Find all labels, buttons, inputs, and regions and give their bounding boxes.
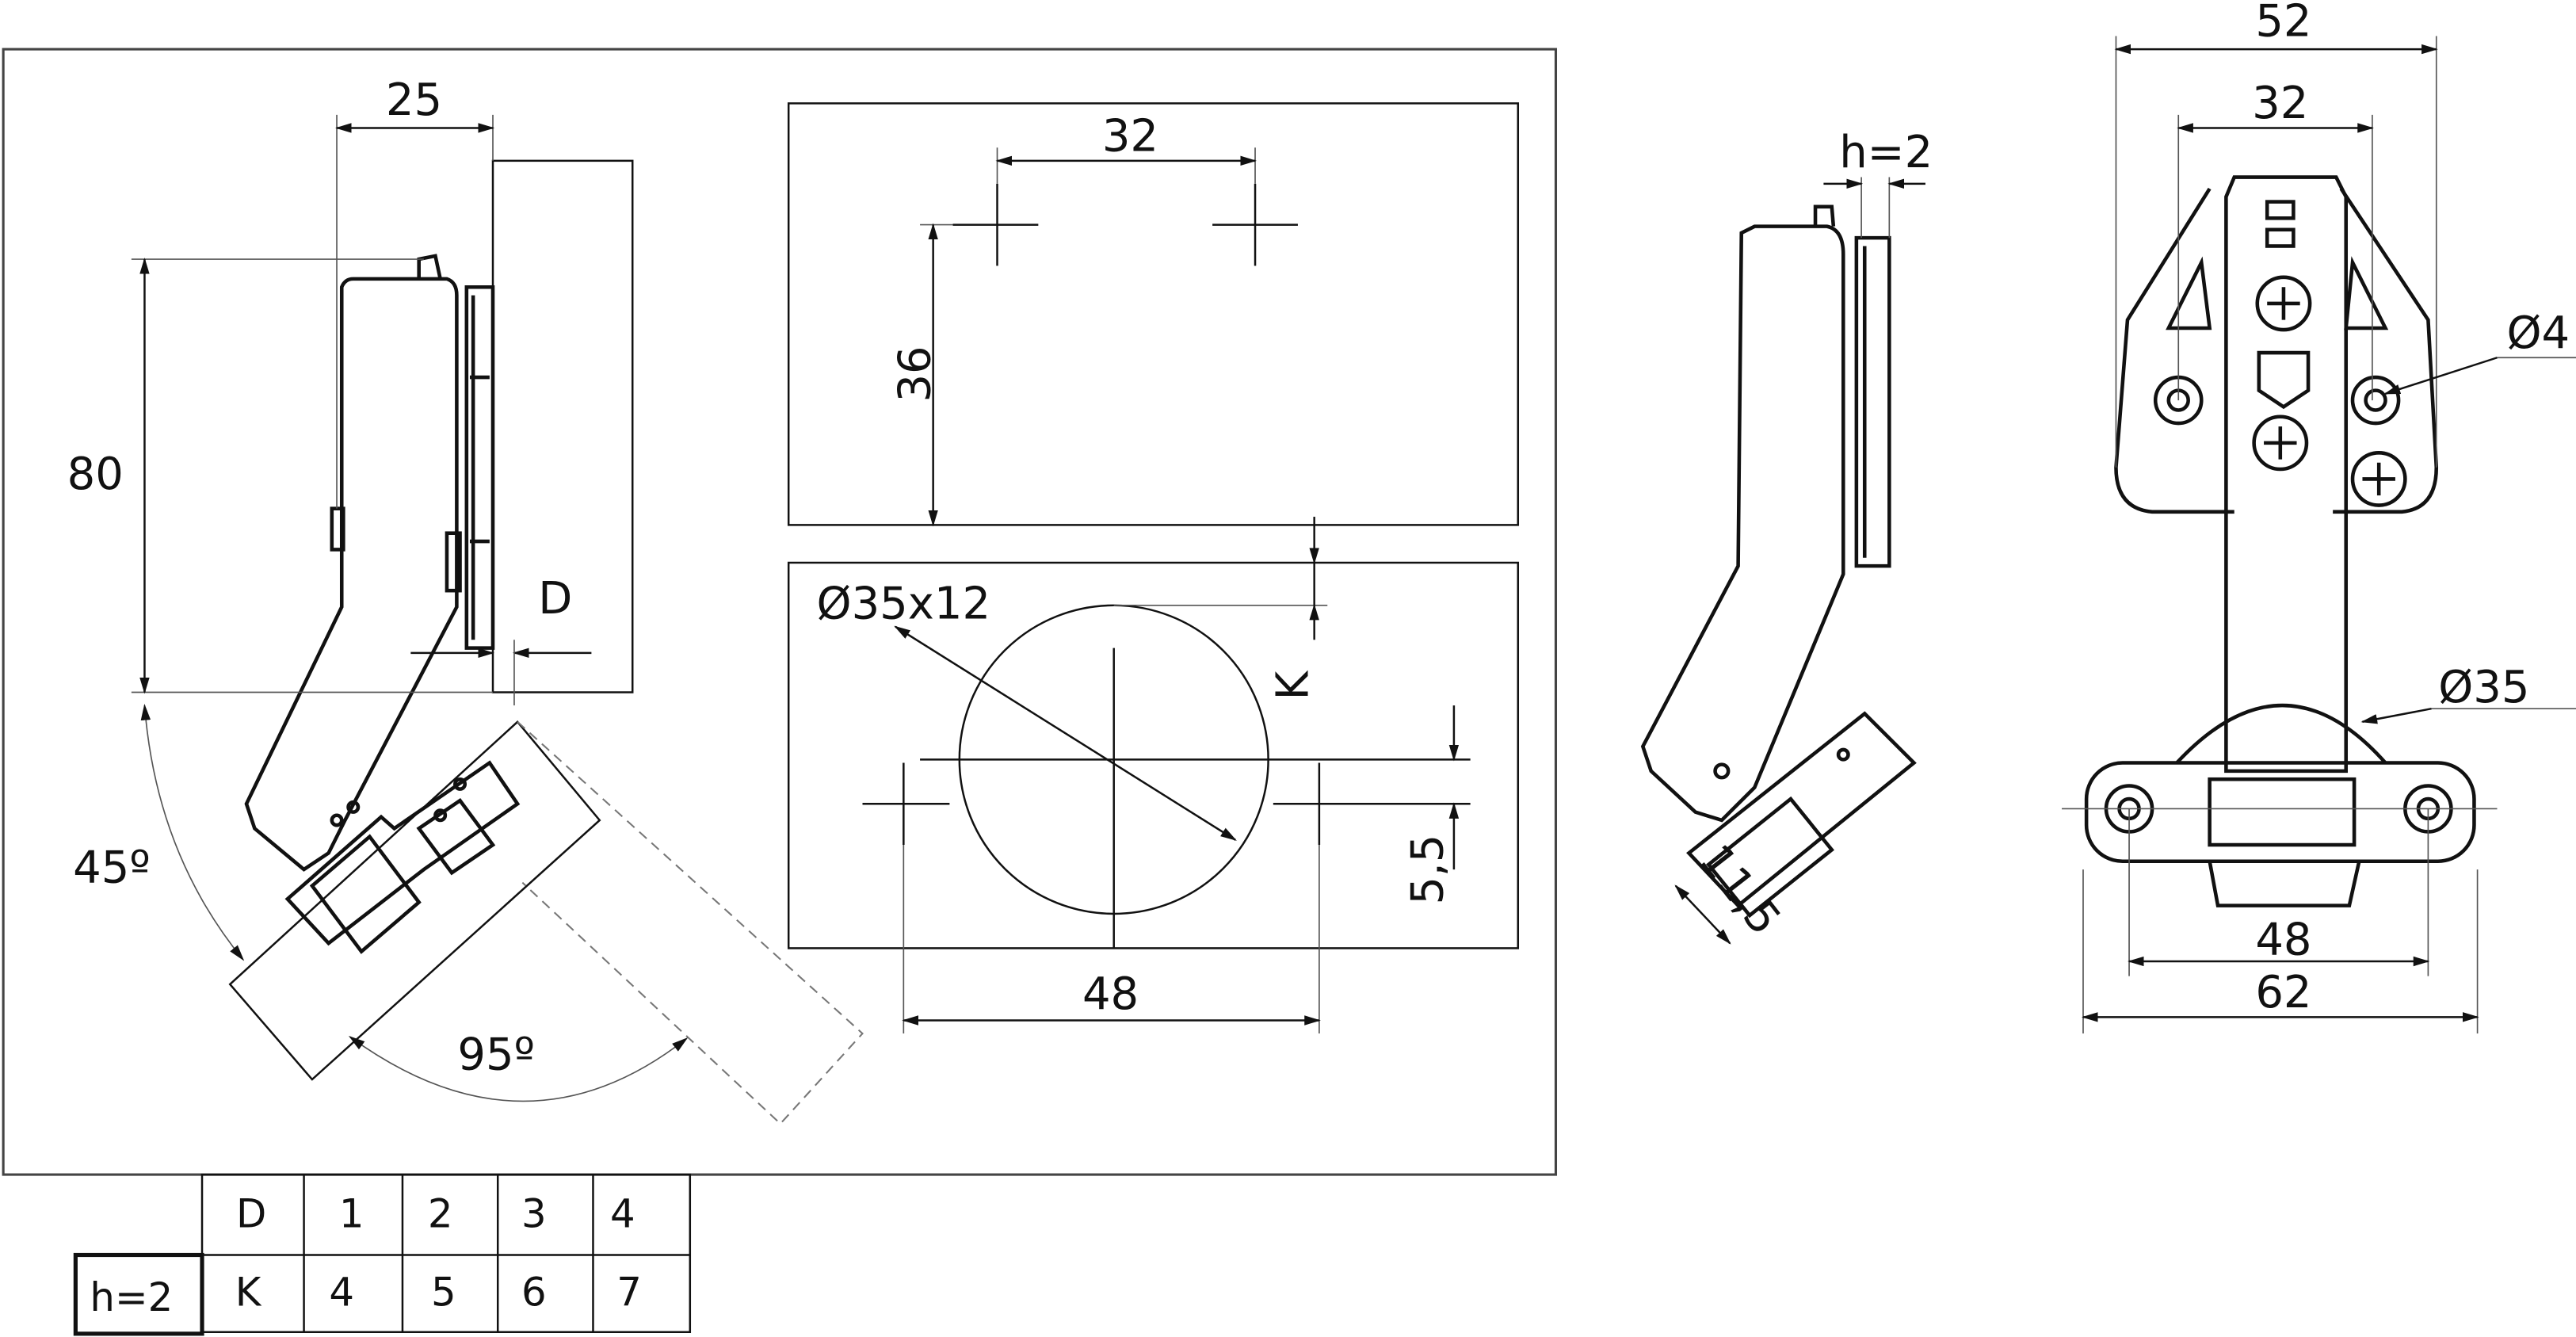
table-value-cell: 7	[616, 1270, 642, 1316]
drilling-pattern-bottom: 48 K 5,5 Ø35x12	[787, 517, 1520, 1034]
left-hinge-view: 25 80 D 45º 95º	[67, 74, 864, 1125]
depth-dim-label: 11,5	[1689, 835, 1791, 945]
table-value-cell: 6	[521, 1270, 547, 1316]
side-hinge-view: h=2 11,5	[1640, 127, 1933, 945]
top-height-dim: 36	[889, 346, 941, 402]
inner-width-dim: 32	[2252, 78, 2308, 129]
drilling-pattern-top: 32 36	[787, 102, 1520, 527]
table-header-cell: 3	[521, 1190, 547, 1236]
screw-hole-dim: Ø4	[2506, 308, 2570, 359]
k-offset-label: K	[1267, 670, 1319, 701]
height-dim-label: 80	[67, 449, 124, 500]
plate-holes-dim: 48	[2255, 915, 2311, 966]
table-value-cell: K	[235, 1270, 262, 1316]
gap-d-label: D	[538, 573, 572, 625]
table-header-cell: 4	[610, 1190, 635, 1236]
top-spacing-dim: 32	[1102, 110, 1158, 162]
d-k-table: h=2 D 1 2 3 4 K 4 5 6 7	[73, 1173, 692, 1336]
plate-width-dim: 62	[2255, 967, 2311, 1018]
table-header-cell: 1	[339, 1190, 364, 1236]
vert-dim-55: 5,5	[1402, 835, 1453, 905]
table-row-label: h=2	[90, 1274, 173, 1320]
width-dim-label: 25	[386, 74, 442, 126]
drawing-frame	[2, 48, 1558, 1176]
mounting-plate	[2084, 761, 2476, 863]
table-value-cell: 4	[329, 1270, 354, 1316]
front-hinge-view: 52 32 Ø4 Ø35 48 62	[2062, 0, 2576, 1034]
table-header-cell: 2	[428, 1190, 453, 1236]
bottom-spacing-dim: 48	[1082, 968, 1139, 1020]
table-value-cell: 5	[431, 1270, 456, 1316]
cup-diameter-label: Ø35x12	[817, 578, 991, 629]
angle-45-label: 45º	[73, 842, 151, 894]
outer-width-dim: 52	[2255, 0, 2311, 48]
table-header-cell: D	[236, 1190, 266, 1236]
h-gap-label: h=2	[1839, 127, 1933, 178]
angle-95-label: 95º	[457, 1029, 535, 1081]
cup-dim-label: Ø35	[2438, 662, 2529, 713]
